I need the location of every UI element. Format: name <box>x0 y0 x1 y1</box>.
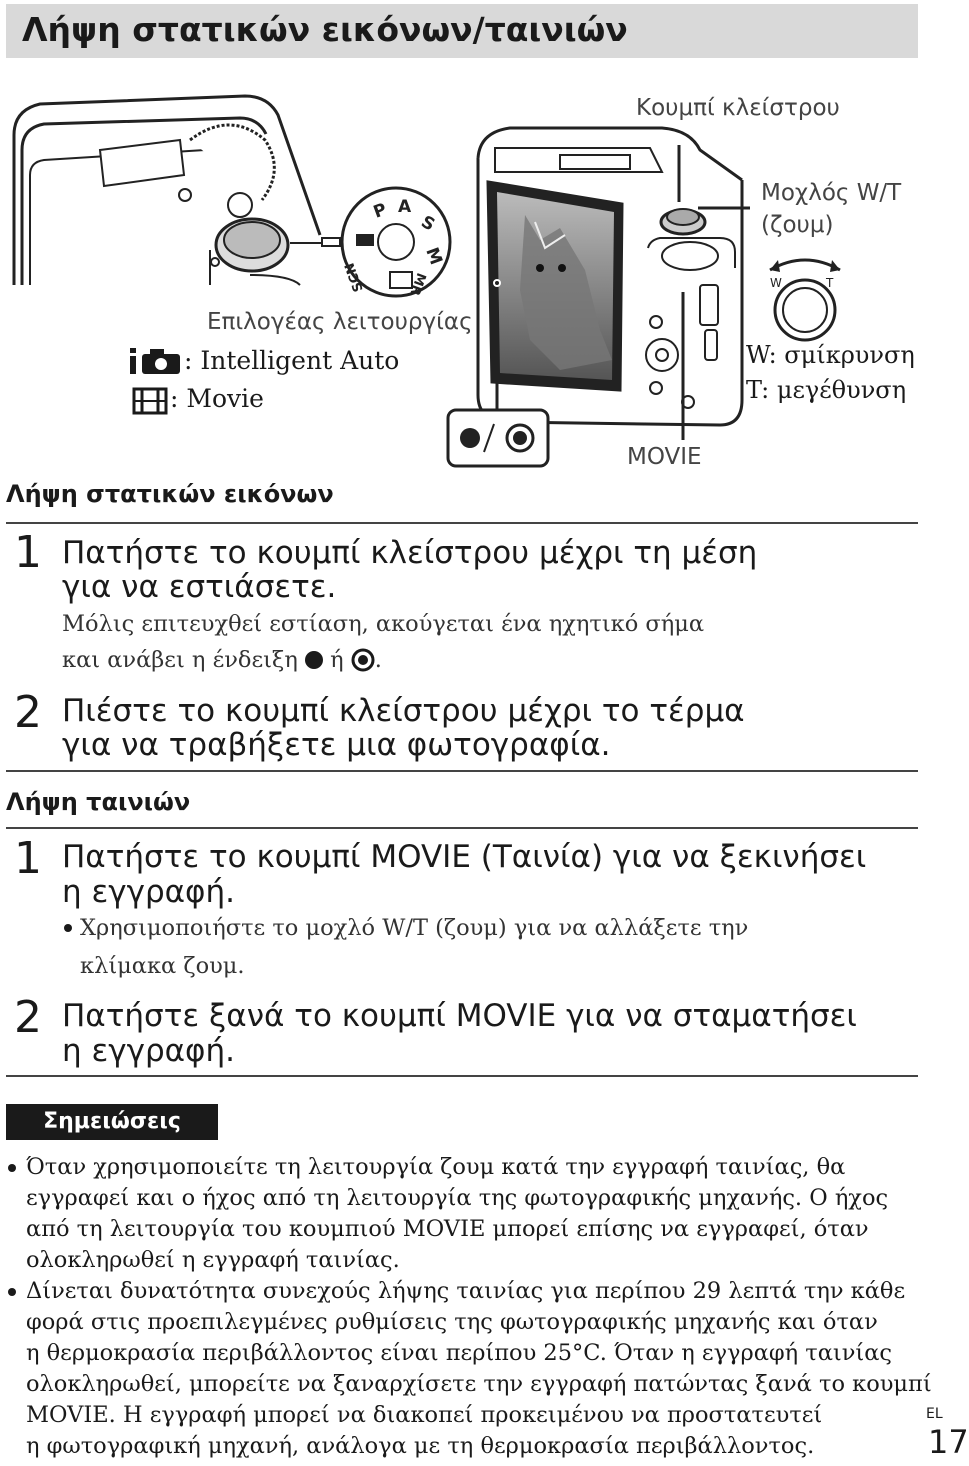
lever-t-label: T <box>825 276 834 290</box>
step-note-or: ή <box>330 647 344 673</box>
note-line: από τη λειτουργία του κουμπιού MOVIE μπο… <box>26 1216 869 1242</box>
bullet-text: Χρησιμοποιήστε το μοχλό W/T (ζουμ) για ν… <box>80 915 749 941</box>
left-camera-drawing <box>12 94 322 286</box>
note-line: Όταν χρησιμοποιείτε τη λειτουργία ζουμ κ… <box>26 1154 846 1180</box>
note-line: ολοκληρωθεί η εγγραφή ταινίας. <box>26 1247 400 1273</box>
step-text: για να εστιάσετε. <box>62 569 337 605</box>
mode-intelligent-auto: : Intelligent Auto <box>184 346 400 375</box>
mode-dial-icon: P A S M MR SCN <box>340 186 452 298</box>
zoom-w-label: W: σμίκρυνση <box>746 341 915 369</box>
focus-ring-icon <box>351 648 375 672</box>
note-line: η θερμοκρασία περιβάλλοντος είναι περίπο… <box>26 1340 893 1366</box>
divider <box>6 827 918 829</box>
bullet-text: κλίμακα ζουμ. <box>80 953 245 979</box>
step-note: Μόλις επιτευχθεί εστίαση, ακούγεται ένα … <box>62 611 705 637</box>
zoom-t-label: T: μεγέθυνση <box>746 376 907 404</box>
note-item: Δίνεται δυνατότητα συνεχούς λήψης ταινία… <box>6 1276 932 1462</box>
mode-movie: : Movie <box>170 384 264 413</box>
note-line: ολοκληρωθεί, μπορείτε να ξαναρχίσετε την… <box>26 1371 932 1397</box>
zoom-lever-sublabel: (ζουμ) <box>761 212 834 238</box>
dial-letter-m: M <box>421 245 446 268</box>
note-line: εγγραφεί και ο ήχος από τη λειτουργία τη… <box>26 1185 889 1211</box>
lcd-screen <box>486 180 624 392</box>
step-number: 2 <box>14 687 42 738</box>
step-text: η εγγραφή. <box>62 1033 236 1069</box>
dial-letter-a: A <box>398 197 412 217</box>
intelligent-auto-icon <box>130 346 182 376</box>
zoom-lever-icon: W T <box>769 258 841 342</box>
divider <box>6 770 918 772</box>
focus-indicator-icon <box>446 408 550 468</box>
note-line: Δίνεται δυνατότητα συνεχούς λήψης ταινία… <box>26 1278 906 1304</box>
divider <box>6 522 918 524</box>
movie-button-label: MOVIE <box>627 444 702 470</box>
mode-dial-label: Επιλογέας λειτουργίας <box>207 309 473 335</box>
bullet-icon <box>64 924 72 932</box>
note-line: MOVIE. Η εγγραφή μπορεί να διακοπεί προκ… <box>26 1402 823 1428</box>
movie-section-heading: Λήψη ταινιών <box>6 788 191 816</box>
step-note-text: και ανάβει η ένδειξη <box>62 647 298 673</box>
shutter-button-label: Κουμπί κλείστρου <box>636 95 840 121</box>
step-text: η εγγραφή. <box>62 874 236 910</box>
camera-illustration: P A S M MR SCN <box>12 94 841 468</box>
title-bar <box>6 4 918 58</box>
bullet-icon <box>8 1288 16 1296</box>
note-line: φορά στις προεπιλεγμένες ρυθμίσεις της φ… <box>26 1309 878 1335</box>
step-note-end: . <box>374 647 382 673</box>
note-item: Όταν χρησιμοποιείτε τη λειτουργία ζουμ κ… <box>6 1152 906 1276</box>
bullet-icon <box>8 1164 16 1172</box>
focus-locked-icon <box>304 651 323 669</box>
step-number: 1 <box>14 833 42 884</box>
step-number: 2 <box>14 992 42 1043</box>
still-section-heading: Λήψη στατικών εικόνων <box>6 480 334 508</box>
language-code: EL <box>926 1406 943 1422</box>
callout-lines <box>495 145 750 440</box>
lever-w-label: W <box>770 276 782 290</box>
step-text: Πατήστε ξανά το κουμπί MOVIE για να σταμ… <box>62 998 857 1034</box>
movie-mode-icon <box>132 386 168 416</box>
page-title: Λήψη στατικών εικόνων/ταινιών <box>22 10 628 49</box>
step-note-line: και ανάβει η ένδειξη ή . <box>62 644 382 676</box>
notes-list: Όταν χρησιμοποιείτε τη λειτουργία ζουμ κ… <box>6 1152 932 1462</box>
step-text: Πατήστε το κουμπί κλείστρου μέχρι τη μέσ… <box>62 535 758 571</box>
note-line: η φωτογραφική μηχανή, ανάλογα με τη θερμ… <box>26 1433 815 1459</box>
step-text: Πατήστε το κουμπί MOVIE (Ταινία) για να … <box>62 839 867 875</box>
step-number: 1 <box>14 527 42 578</box>
step-text: για να τραβήξετε μια φωτογραφία. <box>62 727 611 763</box>
zoom-lever-label: Μοχλός W/T <box>761 180 902 206</box>
divider <box>6 1075 918 1077</box>
step-text: Πιέστε το κουμπί κλείστρου μέχρι το τέρμ… <box>62 693 745 729</box>
notes-badge: Σημειώσεις <box>6 1104 218 1140</box>
page-number: 17 <box>928 1423 969 1461</box>
